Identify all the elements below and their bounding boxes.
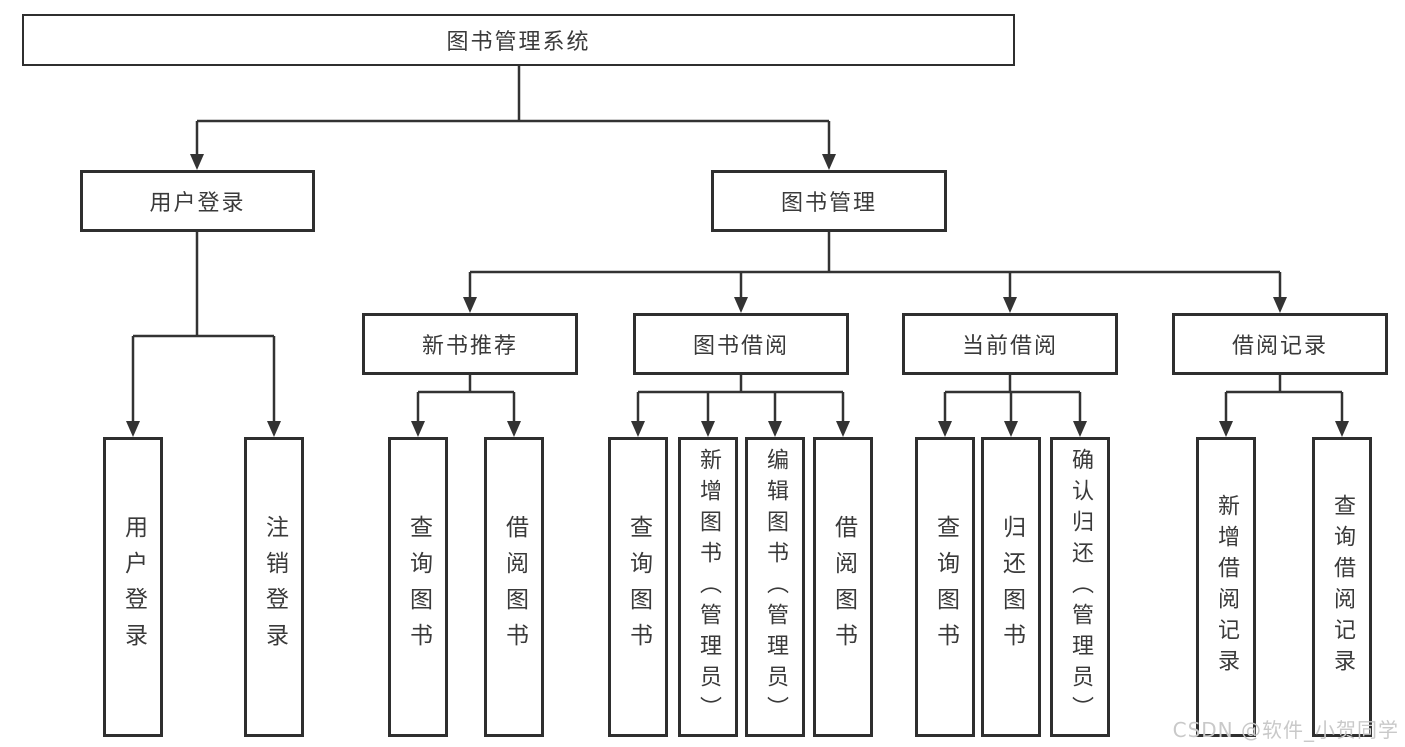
watermark: CSDN @软件_小贺同学 <box>1172 718 1399 742</box>
node-new-book-recommend: 新书推荐 <box>362 313 578 375</box>
leaf-add-borrow-record: 新增借阅记录 <box>1196 437 1256 737</box>
leaf-borrow-books: 借阅图书 <box>813 437 873 737</box>
leaf-edit-books-admin: 编辑图书（管理员） <box>745 437 805 737</box>
leaf-user-login: 用户登录 <box>103 437 163 737</box>
leaf-logout-login: 注销登录 <box>244 437 304 737</box>
leaf-add-books-admin: 新增图书（管理员） <box>678 437 738 737</box>
node-user-login: 用户登录 <box>80 170 315 232</box>
leaf-confirm-return-admin: 确认归还（管理员） <box>1050 437 1110 737</box>
arrowheads <box>126 154 1349 437</box>
leaf-query-books-recommend: 查询图书 <box>388 437 448 737</box>
node-book-management: 图书管理 <box>711 170 947 232</box>
leaf-query-borrow-record: 查询借阅记录 <box>1312 437 1372 737</box>
node-book-borrow: 图书借阅 <box>633 313 849 375</box>
leaf-query-books-current: 查询图书 <box>915 437 975 737</box>
leaf-query-books-borrow: 查询图书 <box>608 437 668 737</box>
leaf-borrow-books-recommend: 借阅图书 <box>484 437 544 737</box>
leaf-return-books: 归还图书 <box>981 437 1041 737</box>
edges <box>131 66 1344 424</box>
node-borrow-records: 借阅记录 <box>1172 313 1388 375</box>
node-root-system: 图书管理系统 <box>22 14 1015 66</box>
node-current-borrow: 当前借阅 <box>902 313 1118 375</box>
